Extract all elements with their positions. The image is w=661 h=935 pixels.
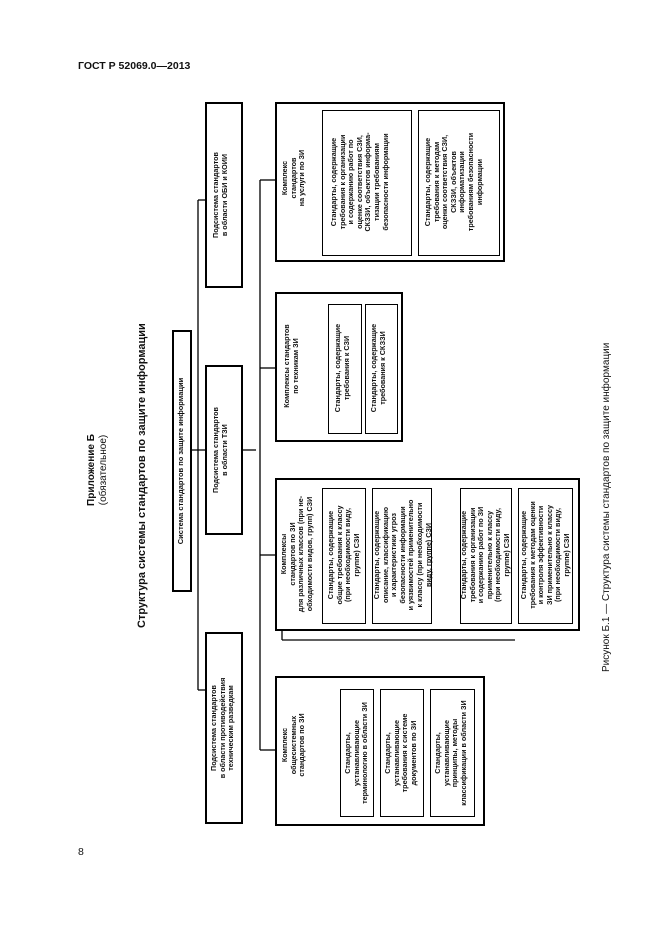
standard-label: Стандарты, содержащие общие требования к…	[326, 505, 361, 605]
standard-label: Стандарты, содержащие требования к метод…	[519, 501, 571, 609]
standard-label: Стандарты, содержащие описание, классифи…	[372, 499, 433, 611]
document-header: ГОСТ Р 52069.0—2013	[78, 60, 191, 72]
standard-label: Стандарты, устанавливающие терминологию …	[343, 702, 370, 804]
standard-box	[365, 304, 398, 434]
standard-label: Стандарты, устанавливающие требования к …	[383, 713, 418, 793]
standard-label: Стандарты, содержащие требования к метод…	[423, 132, 484, 232]
subsystem-label: Подсистема стандартов в области ОБИ и КО…	[211, 152, 229, 238]
subsystem-box	[205, 365, 243, 535]
standard-box	[322, 110, 412, 256]
complex-label: Комплексы стандартов по ЗИ для различных…	[279, 495, 314, 613]
standard-label: Стандарты, содержащие требования к орган…	[329, 132, 390, 232]
standard-label: Стандарты, содержащие требования к СКЗЗИ	[369, 323, 387, 413]
standard-box	[518, 488, 573, 624]
standard-label: Стандарты, содержащие требования к орган…	[459, 506, 511, 604]
page-number: 8	[78, 846, 84, 858]
root-system-label: Система стандартов по защите информации	[176, 377, 185, 545]
complex-label: Комплекс общесистемных стандартов по ЗИ	[280, 713, 307, 777]
standard-label: Стандарты, устанавливающие принципы, мет…	[433, 700, 468, 806]
subsystem-label: Подсистема стандартов в области ТЗИ	[211, 407, 229, 493]
standard-box	[372, 488, 432, 624]
standard-box	[340, 689, 374, 817]
standard-box	[322, 488, 366, 624]
standard-box	[418, 110, 500, 256]
subsystem-box	[205, 632, 243, 824]
complex-label: Комплекс стандартов на услуги по ЗИ	[280, 149, 307, 207]
standard-box	[380, 689, 424, 817]
standard-box	[328, 304, 362, 434]
subsystem-box	[205, 102, 243, 288]
standard-label: Стандарты, содержащие требования к СЗИ	[333, 323, 351, 413]
subsystem-label: Подсистема стандартов в области противод…	[209, 677, 236, 779]
standard-box	[430, 689, 475, 817]
complex-label: Комплексы стандартов по техникам ЗИ	[282, 324, 300, 408]
root-system-box	[172, 330, 192, 592]
standard-box	[460, 488, 512, 624]
